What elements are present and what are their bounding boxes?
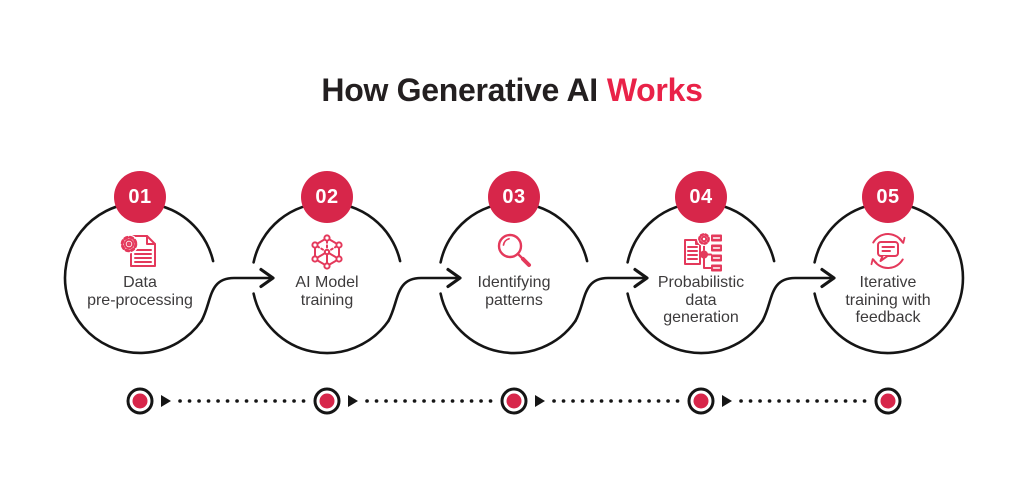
title-text: How Generative AI (321, 72, 598, 109)
timeline-marker (874, 387, 902, 415)
step-number: 01 (128, 185, 152, 208)
timeline (126, 387, 902, 415)
connector-arrow (574, 276, 646, 323)
documents-gear-icon (677, 227, 725, 275)
step-badge: 02 (301, 171, 353, 223)
step-label: AI Model training (295, 274, 359, 309)
timeline-arrow-icon (535, 395, 545, 407)
step-circle (63, 201, 215, 355)
feedback-loop-icon (864, 227, 912, 275)
cube-network-icon (303, 227, 351, 275)
step-number: 05 (876, 185, 900, 208)
arrowhead-icon (633, 267, 649, 289)
step-label: Identifying patterns (477, 274, 551, 309)
timeline-marker (687, 387, 715, 415)
step-label: Data pre-processing (87, 274, 193, 309)
step-number: 03 (502, 185, 526, 208)
title-highlight: Works (606, 72, 703, 109)
step-label: Iterative training with feedback (845, 274, 931, 326)
step-number: 04 (689, 185, 713, 208)
connector-arrow (200, 276, 272, 323)
magnifier-icon (490, 227, 538, 275)
step-number: 02 (315, 185, 339, 208)
step-badge: 03 (488, 171, 540, 223)
timeline-marker (126, 387, 154, 415)
step-label: Probabilistic data generation (657, 274, 745, 326)
timeline-arrow-icon (722, 395, 732, 407)
document-gear-icon (116, 227, 164, 275)
step-badge: 04 (675, 171, 727, 223)
arrowhead-icon (820, 267, 836, 289)
step-circle (813, 201, 965, 355)
timeline-marker (500, 387, 528, 415)
arrowhead-icon (446, 267, 462, 289)
arrowhead-icon (259, 267, 275, 289)
timeline-arrow-icon (348, 395, 358, 407)
timeline-arrow-icon (161, 395, 171, 407)
timeline-marker (313, 387, 341, 415)
connector-arrow (761, 276, 833, 323)
connector-arrow (387, 276, 459, 323)
step-badge: 01 (114, 171, 166, 223)
step-badge: 05 (862, 171, 914, 223)
